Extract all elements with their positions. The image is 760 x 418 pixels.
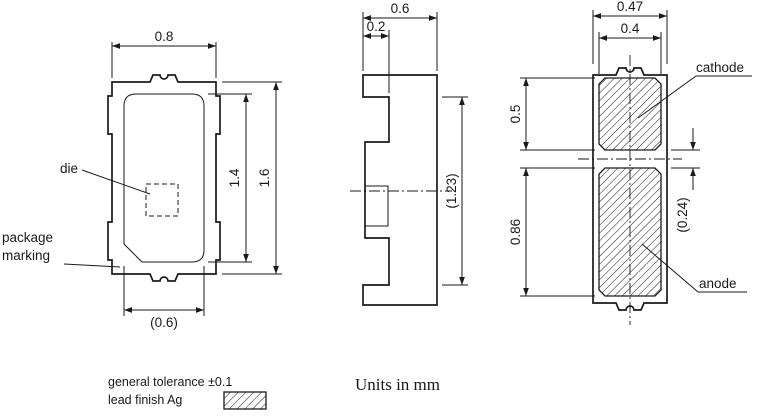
dim-pad-gap-value: (0.24) xyxy=(675,197,690,232)
die-callout: die xyxy=(60,161,151,195)
leader-line xyxy=(641,243,747,293)
die-label: die xyxy=(60,161,78,176)
dim-body-height-value: (1.23) xyxy=(444,173,459,208)
side-view: 0.6 0.2 (1.23) xyxy=(350,1,468,306)
lead-finish-note: lead finish Ag xyxy=(108,393,182,407)
dim-lead-thickness: 0.2 xyxy=(363,19,390,93)
dim-cathode-pad-value: 0.5 xyxy=(508,105,523,124)
dim-cavity-width: (0.6) xyxy=(123,266,205,330)
dim-cavity-width-value: (0.6) xyxy=(150,315,178,330)
legend: general tolerance ±0.1 lead finish Ag Un… xyxy=(108,375,440,410)
dim-anode-pad-value: 0.86 xyxy=(508,219,523,245)
dim-pad-span-value: 0.47 xyxy=(617,0,643,14)
dim-thickness: 0.6 xyxy=(362,1,438,71)
leader-line xyxy=(81,169,151,195)
dim-cavity-length-value: 1.4 xyxy=(227,168,242,187)
dim-pad-gap: (0.24) xyxy=(671,128,700,233)
leader-line xyxy=(63,263,121,268)
dim-package-length-value: 1.6 xyxy=(257,169,272,188)
marking-label-line1: package xyxy=(2,230,53,245)
cavity-outline xyxy=(123,93,205,263)
lead-finish-swatch xyxy=(223,391,267,410)
dim-cathode-pad-length: 0.5 xyxy=(508,77,595,151)
cathode-label: cathode xyxy=(696,60,744,75)
dim-cavity-length: 1.4 xyxy=(208,93,252,263)
side-view-outline xyxy=(362,74,438,306)
anode-label: anode xyxy=(699,276,737,291)
cathode-callout: cathode xyxy=(637,60,752,119)
top-view: 0.8 1.4 1.6 (0.6) die xyxy=(2,29,282,330)
dim-package-length: 1.6 xyxy=(222,81,282,275)
dim-pad-width-value: 0.4 xyxy=(621,21,640,36)
dim-top-width: 0.8 xyxy=(111,29,217,78)
dim-anode-pad-length: 0.86 xyxy=(508,167,595,297)
units-note: Units in mm xyxy=(355,375,440,394)
dim-body-height: (1.23) xyxy=(442,96,468,286)
package-marking-callout: package marking xyxy=(2,230,121,268)
tolerance-note: general tolerance ±0.1 xyxy=(108,375,232,389)
dim-top-width-value: 0.8 xyxy=(155,29,174,44)
dim-lead-thickness-value: 0.2 xyxy=(367,19,386,34)
anode-callout: anode xyxy=(641,243,747,293)
dim-thickness-value: 0.6 xyxy=(391,1,410,16)
marking-label-line2: marking xyxy=(2,248,50,263)
leader-line xyxy=(637,75,752,119)
lead-cross-section xyxy=(364,185,389,227)
dim-pad-span: 0.47 xyxy=(592,0,668,64)
die-outline xyxy=(145,183,179,217)
top-view-package-outline xyxy=(107,74,221,282)
bottom-view: 0.47 0.4 0.5 0.86 (0. xyxy=(508,0,752,325)
dim-pad-width: 0.4 xyxy=(598,21,662,74)
